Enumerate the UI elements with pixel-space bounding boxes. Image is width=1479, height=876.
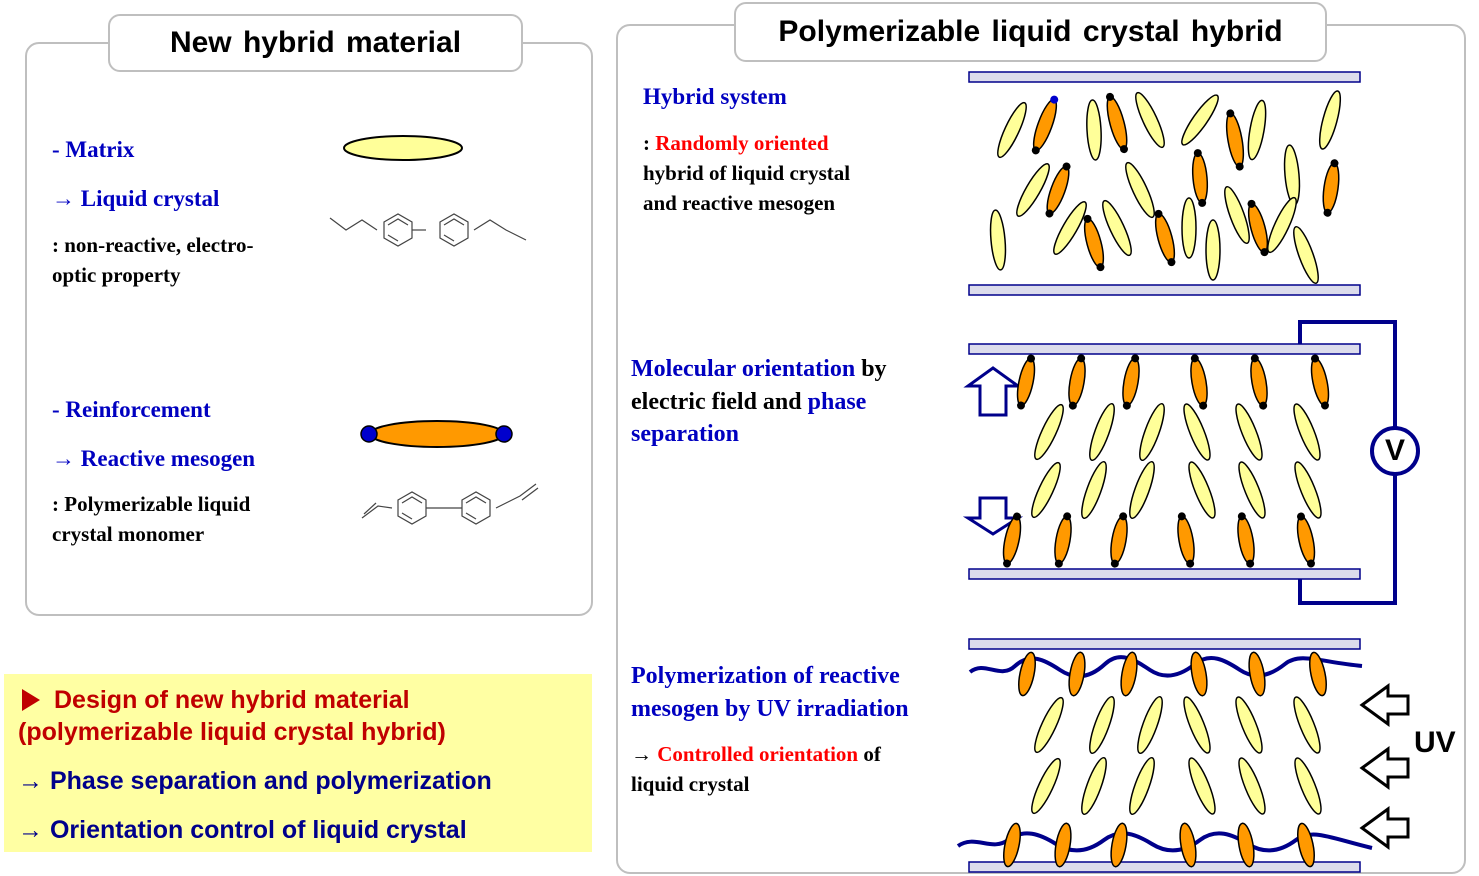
polymerization-line3: → Controlled orientation of	[631, 739, 881, 769]
polymerization-arrow: →	[631, 742, 658, 766]
lc-molecule	[1016, 163, 1050, 217]
uv-arrows-icon	[1359, 683, 1410, 850]
polymerization-line1: Polymerization of reactive	[631, 663, 900, 689]
plate-bottom-2	[968, 568, 1361, 580]
lc-molecule	[1205, 219, 1221, 281]
orientation-line2: electric field and phase	[631, 387, 866, 417]
lc-molecule	[1102, 199, 1132, 257]
polymerization-line4: liquid crystal	[631, 772, 750, 796]
up-arrow-icon	[963, 366, 1023, 417]
liquid-crystal-molecule-icon	[329, 213, 527, 247]
lc-molecule	[1181, 197, 1197, 259]
orientation-line3: separation	[631, 421, 739, 447]
aligned-rm-top	[1016, 354, 1330, 410]
polymerization-black-text: of	[858, 742, 881, 766]
plate-top-1	[968, 71, 1361, 83]
hybrid-line3: and reactive mesogen	[643, 191, 836, 215]
lc-molecule	[1125, 161, 1155, 219]
plate-bottom-3	[968, 861, 1361, 873]
reactive-mesogen-symbol	[360, 420, 513, 448]
aligned-lc-middle	[1031, 402, 1322, 520]
plate-top-3	[968, 638, 1361, 650]
random-hybrid-molecules	[989, 90, 1342, 285]
voltage-label: V	[1384, 434, 1405, 467]
rm-molecule	[1031, 95, 1059, 155]
summary-box	[4, 674, 592, 852]
left-panel	[25, 42, 593, 616]
rm-molecule	[1247, 199, 1269, 257]
lc-molecule	[989, 209, 1007, 271]
reinforcement-desc-line1: : Polymerizable liquid	[52, 492, 251, 516]
rm-molecule	[1191, 149, 1209, 207]
hybrid-line2: hybrid of liquid crystal	[643, 161, 851, 185]
polymerized-rm-bottom	[1003, 822, 1315, 868]
matrix-desc-line1: : non-reactive, electro-	[52, 233, 254, 257]
polymerization-red-text: Controlled orientation	[657, 742, 859, 766]
rm-molecule	[1045, 162, 1071, 218]
aligned-rm-bottom	[1002, 512, 1316, 568]
matrix-desc-line2: optic property	[52, 263, 181, 287]
summary-line4: → Orientation control of liquid crystal	[18, 816, 467, 844]
rm-molecule	[1225, 109, 1245, 171]
liquid-crystal-symbol	[343, 135, 463, 161]
lc-molecule	[1053, 201, 1087, 255]
lc-molecule	[1224, 185, 1250, 245]
uv-label: UV	[1414, 726, 1456, 759]
hybrid-red-text: Randomly oriented	[655, 131, 829, 155]
reinforcement-desc-line2: crystal monomer	[52, 522, 205, 546]
polymerized-rm-top	[1018, 651, 1327, 697]
orientation-black2: electric field and	[631, 389, 808, 415]
plate-top-2	[968, 343, 1361, 355]
reinforcement-arrow-label: → Reactive mesogen	[52, 446, 256, 471]
lc-molecule	[1247, 99, 1267, 161]
lc-molecule	[997, 101, 1027, 159]
orientation-black1: by	[855, 356, 887, 382]
summary-line1: Design of new hybrid material	[54, 686, 410, 714]
glass-plates	[968, 71, 1361, 873]
hybrid-colon: :	[643, 131, 656, 155]
rm-molecule	[1106, 92, 1128, 154]
lc-molecule	[1293, 225, 1319, 285]
plate-bottom-1	[968, 284, 1361, 296]
reinforcement-heading: - Reinforcement	[52, 397, 211, 422]
lc-molecule	[1181, 94, 1219, 146]
lc-molecule	[1086, 99, 1102, 161]
lc-molecule	[1318, 90, 1342, 150]
orientation-blue2: phase	[807, 389, 867, 415]
lc-molecule	[1267, 196, 1297, 254]
right-panel-title: Polymerizable liquid crystal hybrid	[734, 2, 1327, 62]
summary-line2: (polymerizable liquid crystal hybrid)	[18, 718, 446, 746]
polymerization-line2: mesogen by UV irradiation	[631, 696, 909, 722]
matrix-heading: - Matrix	[52, 137, 135, 162]
orientation-line1: Molecular orientation by	[631, 354, 887, 384]
reactive-mesogen-molecule-icon	[361, 483, 539, 525]
hybrid-line1: : Randomly oriented	[643, 128, 829, 158]
orientation-blue1: Molecular orientation	[631, 356, 856, 382]
lc-molecule	[1135, 91, 1165, 149]
electric-circuit	[1298, 320, 1397, 605]
lc-molecule	[1283, 144, 1301, 206]
hybrid-heading: Hybrid system	[643, 84, 787, 109]
rm-molecule	[1083, 214, 1105, 272]
down-arrow-icon	[962, 496, 1024, 536]
rm-molecule	[1154, 209, 1176, 267]
left-panel-title: New hybrid material	[108, 14, 523, 72]
oriented-lc	[1031, 695, 1322, 816]
matrix-arrow-label: → Liquid crystal	[52, 186, 220, 211]
summary-line3: → Phase separation and polymerization	[18, 767, 492, 795]
voltmeter-icon	[1370, 426, 1420, 476]
rm-molecule	[1322, 159, 1340, 217]
